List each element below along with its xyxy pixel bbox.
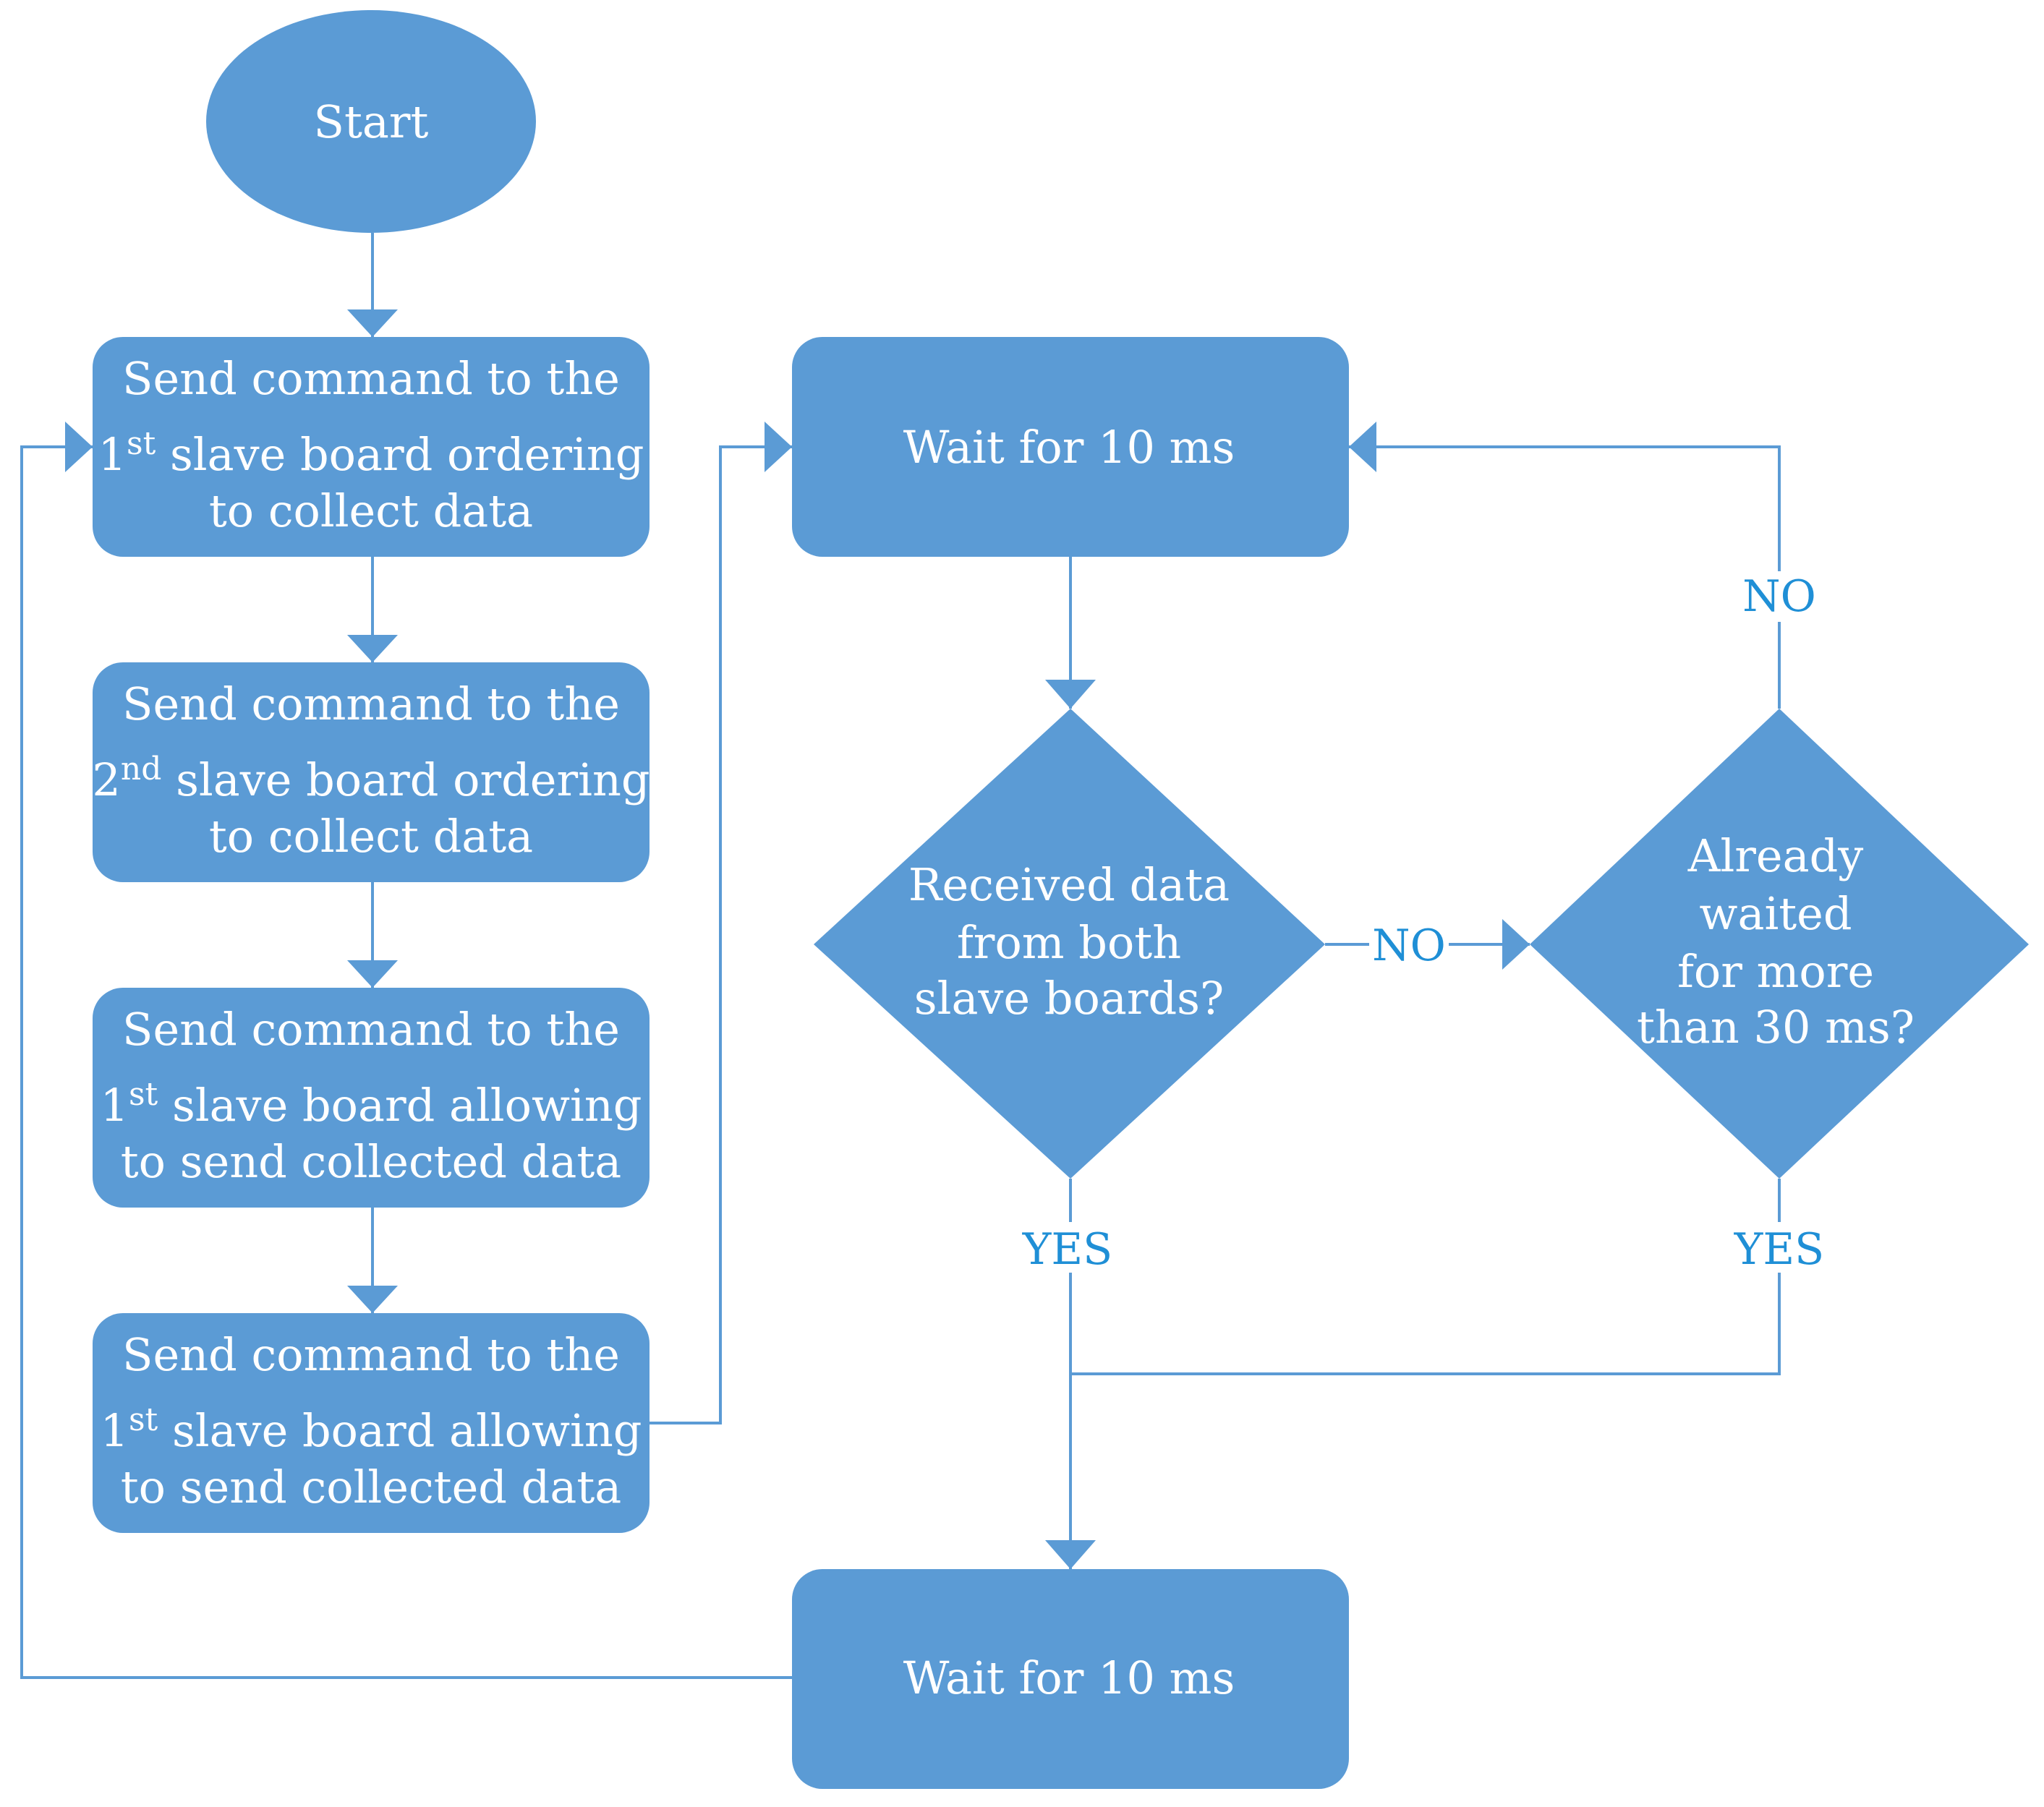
box2-line2: 2nd slave board ordering — [92, 751, 650, 806]
wait-bottom-label: Wait for 10 ms — [903, 1652, 1235, 1704]
decision-received-data: Received data from both slave boards? — [814, 709, 1325, 1179]
process-box-1: Send command to the 1st slave board orde… — [93, 337, 650, 557]
box1-line2: 1st slave board ordering — [98, 425, 644, 481]
received-no-label: NO — [1372, 920, 1446, 971]
start-label: Start — [314, 95, 429, 148]
box3-ordinal-number: 1 — [101, 1079, 129, 1132]
start-node: Start — [206, 10, 536, 233]
box4-line3: to send collected data — [121, 1461, 621, 1513]
box4-ordinal-number: 1 — [101, 1404, 129, 1457]
decision-received-line1: Received data — [908, 858, 1230, 911]
box4-line2: 1st slave board allowing — [101, 1401, 642, 1457]
arrowhead-wait-bottom-top — [1045, 1540, 1096, 1569]
waited-no-label: NO — [1742, 571, 1816, 622]
box4-line1: Send command to the — [122, 1328, 620, 1381]
edge-labels: NO YES NO YES — [1013, 571, 1834, 1275]
arrowhead-wait-top-right — [1349, 422, 1376, 472]
box4-ordinal-suffix: st — [129, 1401, 158, 1438]
decision-waited-line3: for more — [1677, 945, 1874, 998]
box2-ordinal-number: 2 — [92, 753, 120, 806]
box3-line1: Send command to the — [122, 1003, 620, 1056]
arrowhead-waited-left — [1502, 919, 1530, 970]
box2-line3: to collect data — [209, 810, 533, 863]
waited-yes-label: YES — [1734, 1224, 1825, 1275]
box1-ordinal-suffix: st — [127, 425, 156, 462]
box2-line2-rest: slave board ordering — [161, 753, 650, 806]
arrow-loop-to-box1 — [20, 445, 792, 1679]
process-box-3: Send command to the 1st slave board allo… — [93, 988, 650, 1208]
process-box-2: Send command to the 2nd slave board orde… — [92, 662, 650, 882]
decision-waited-line2: waited — [1699, 887, 1852, 940]
arrowhead-box3-top — [347, 960, 398, 988]
decision-received-line2: from both — [957, 916, 1181, 969]
box3-ordinal-suffix: st — [129, 1076, 158, 1113]
wait-top-box: Wait for 10 ms — [792, 337, 1349, 557]
box2-line1: Send command to the — [122, 678, 620, 730]
box1-line3: to collect data — [209, 484, 533, 537]
arrowhead-box1-top — [347, 309, 398, 337]
arrow-waited-yes — [1070, 1179, 1781, 1375]
decision-waited-line1: Already — [1687, 829, 1864, 882]
box3-line3: to send collected data — [121, 1135, 621, 1188]
box3-line2: 1st slave board allowing — [101, 1076, 642, 1132]
arrowhead-box2-top — [347, 635, 398, 662]
box4-line2-rest: slave board allowing — [158, 1404, 642, 1457]
arrowhead-box1-left — [65, 422, 93, 472]
box3-line2-rest: slave board allowing — [158, 1079, 642, 1132]
process-box-4: Send command to the 1st slave board allo… — [93, 1313, 650, 1533]
box1-line2-rest: slave board ordering — [156, 428, 644, 481]
box1-ordinal-number: 1 — [98, 428, 127, 481]
box1-line1: Send command to the — [122, 352, 620, 405]
arrow-waited-no — [1349, 445, 1781, 709]
box2-ordinal-suffix: nd — [121, 751, 162, 787]
decision-waited-30ms: Already waited for more than 30 ms? — [1530, 709, 2029, 1179]
decision-waited-line4: than 30 ms? — [1637, 1001, 1915, 1054]
received-yes-label: YES — [1022, 1224, 1113, 1275]
arrowhead-decision-top — [1045, 680, 1096, 709]
wait-bottom-box: Wait for 10 ms — [792, 1569, 1349, 1789]
wait-top-label: Wait for 10 ms — [903, 421, 1235, 474]
arrowhead-box4-top — [347, 1286, 398, 1313]
decision-received-line3: slave boards? — [914, 972, 1224, 1025]
arrow-box4-to-wait-top — [650, 445, 792, 1424]
arrowhead-wait-top-left — [765, 422, 792, 472]
